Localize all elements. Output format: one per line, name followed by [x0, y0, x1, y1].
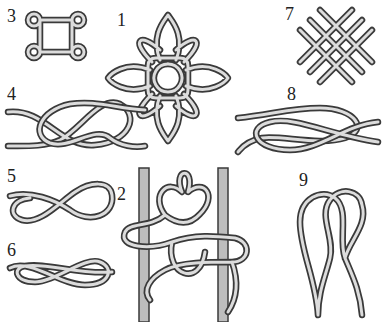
callout-number: 1 — [116, 10, 127, 30]
callout-number: 6 — [6, 240, 17, 260]
rope — [256, 121, 378, 150]
callout-number: 5 — [6, 166, 17, 186]
rope — [108, 15, 228, 141]
callout-number: 4 — [6, 84, 17, 104]
callout-number: 2 — [116, 184, 127, 204]
rope — [10, 184, 112, 221]
callout-number: 9 — [298, 170, 309, 190]
rope — [300, 191, 363, 315]
ornamental-knot-figure — [108, 15, 228, 141]
rope — [108, 15, 228, 141]
square-knot-figure — [28, 14, 84, 58]
rope — [10, 261, 112, 285]
carrick-bend-figure — [8, 103, 145, 147]
rope — [10, 184, 112, 221]
callout-number: 7 — [284, 4, 295, 24]
rope — [10, 261, 112, 285]
callout-number: 8 — [286, 84, 297, 104]
flat-knot-figure — [10, 261, 112, 285]
stick — [218, 168, 228, 322]
rope — [300, 10, 372, 82]
rope — [28, 14, 84, 58]
stick-lashing-figure — [124, 173, 247, 312]
figure-eight-figure — [10, 184, 112, 221]
callout-number: 3 — [6, 6, 17, 26]
rope — [124, 173, 247, 312]
rope — [40, 103, 145, 147]
rope — [300, 191, 363, 315]
rope — [40, 103, 145, 147]
loop-knot-figure — [300, 191, 363, 315]
rope — [256, 121, 378, 150]
reef-knot-figure — [238, 108, 378, 152]
rope — [28, 14, 84, 58]
lattice-knot-figure — [300, 10, 372, 82]
rope — [124, 173, 247, 312]
rope — [300, 10, 372, 82]
